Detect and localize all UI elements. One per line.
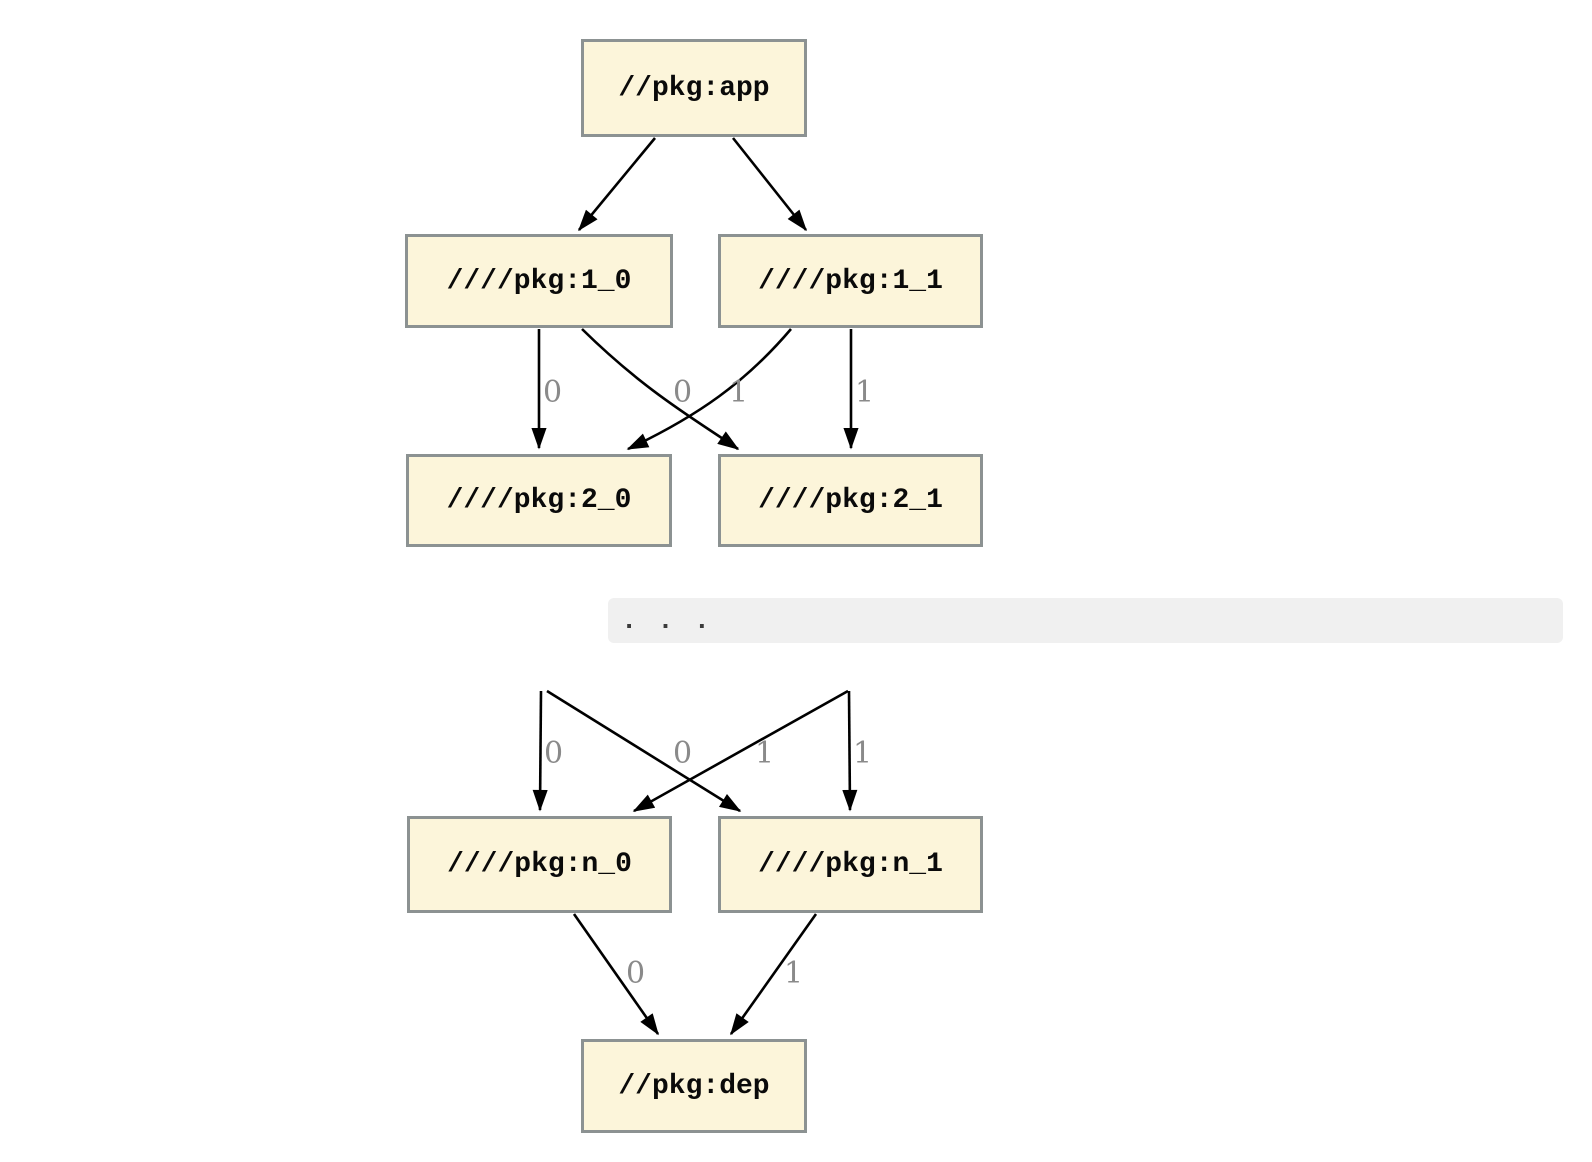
node-pkg-n-0-label: ////pkg:n_0: [447, 849, 632, 880]
edge-label-n-0-to-dep: 0: [626, 956, 645, 991]
edge-label-prev-0-to-n-1: 1: [755, 736, 774, 771]
edge-prev-0-to-n-0: [532, 690, 548, 812]
node-pkg-1-0-label: ////pkg:1_0: [446, 265, 632, 297]
node-pkg-2-1: ////pkg:2_1: [718, 454, 983, 547]
edge-n-1-to-dep: [729, 913, 818, 1036]
edge-label-1-0-to-2-0: 0: [543, 375, 562, 410]
edge-app-to-1-1: [731, 137, 808, 232]
node-pkg-n-0: ////pkg:n_0: [407, 816, 672, 913]
edge-label-1-0-to-2-1: 1: [729, 375, 748, 410]
edge-1-1-to-2-0: [626, 328, 792, 451]
edge-prev-0-to-n-1: [546, 689, 742, 813]
ellipsis-dots: . . .: [621, 607, 713, 637]
node-pkg-app: //pkg:app: [581, 39, 807, 137]
node-pkg-n-1: ////pkg:n_1: [718, 816, 983, 913]
edge-label-1-1-to-2-1: 1: [855, 375, 874, 410]
edge-label-prev-0-to-n-0: 0: [544, 736, 563, 771]
ellipsis-band: . . .: [608, 598, 1563, 643]
node-pkg-2-1-label: ////pkg:2_1: [758, 485, 943, 516]
edge-prev-1-to-n-0: [632, 689, 849, 813]
node-pkg-dep-label: //pkg:dep: [618, 1070, 770, 1102]
edge-label-prev-1-to-n-0: 0: [673, 736, 692, 771]
edge-1-0-to-2-1: [581, 328, 740, 451]
edge-n-0-to-dep: [572, 913, 660, 1036]
edge-app-to-1-0: [577, 137, 657, 232]
edge-label-prev-1-to-n-1: 1: [853, 736, 872, 771]
edge-label-n-1-to-dep: 1: [784, 956, 803, 991]
node-pkg-n-1-label: ////pkg:n_1: [758, 849, 943, 880]
node-pkg-2-0-label: ////pkg:2_0: [446, 485, 632, 516]
node-pkg-2-0: ////pkg:2_0: [406, 454, 672, 547]
node-pkg-1-0: ////pkg:1_0: [405, 234, 673, 328]
node-pkg-1-1: ////pkg:1_1: [718, 234, 983, 328]
node-pkg-1-1-label: ////pkg:1_1: [758, 265, 943, 297]
edge-prev-1-to-n-1: [842, 690, 858, 812]
node-pkg-dep: //pkg:dep: [581, 1039, 807, 1133]
node-pkg-app-label: //pkg:app: [618, 72, 770, 104]
edge-label-1-1-to-2-0: 0: [673, 375, 692, 410]
